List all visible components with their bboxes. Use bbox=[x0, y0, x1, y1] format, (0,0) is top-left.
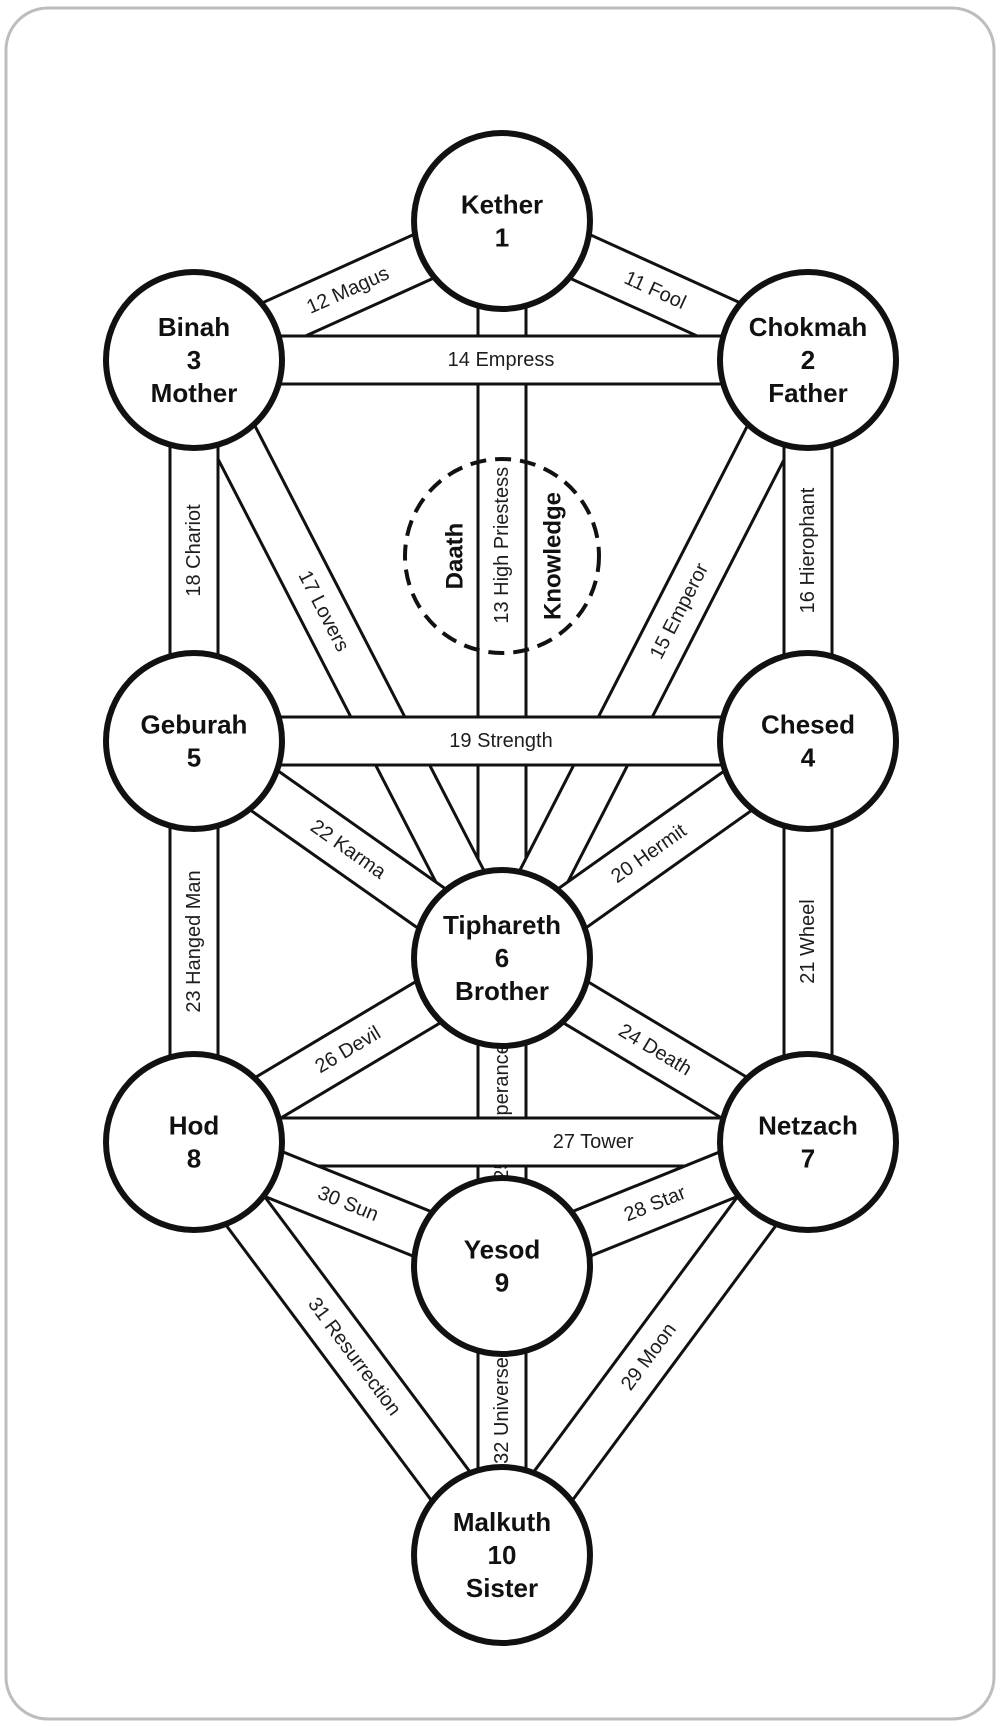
daath-ring bbox=[403, 457, 601, 655]
path-label: 16 Hierophant bbox=[797, 487, 819, 613]
sephira-circle bbox=[411, 1464, 593, 1646]
sephira-name: Geburah bbox=[141, 710, 248, 740]
sephira-name: Malkuth bbox=[453, 1507, 551, 1537]
path-27: 27 Tower bbox=[260, 1116, 742, 1168]
path-label: 13 High Priestess bbox=[491, 467, 513, 624]
path-16: 16 Hierophant bbox=[782, 426, 834, 675]
sephira-number: 8 bbox=[187, 1144, 201, 1174]
sephira-number: 7 bbox=[801, 1144, 815, 1174]
sephira-circle bbox=[717, 650, 899, 832]
daath-name: Daath bbox=[442, 523, 469, 590]
sephira-number: 5 bbox=[187, 743, 201, 773]
sephira-name: Yesod bbox=[464, 1235, 541, 1265]
path-21: 21 Wheel bbox=[782, 807, 834, 1076]
sephira-number: 3 bbox=[187, 345, 201, 375]
path-19: 19 Strength bbox=[260, 715, 742, 767]
path-label: 27 Tower bbox=[553, 1131, 634, 1153]
sephira-name: Chesed bbox=[761, 710, 855, 740]
path-25: 25 Temperance bbox=[476, 1024, 528, 1200]
sephira-circle bbox=[411, 1175, 593, 1357]
daath-meaning: Knowledge bbox=[540, 492, 567, 620]
path-23: 23 Hanged Man bbox=[168, 807, 220, 1076]
daath: Daath Knowledge bbox=[403, 457, 601, 655]
sephira-role: Mother bbox=[151, 378, 238, 408]
sephira-number: 10 bbox=[488, 1540, 517, 1570]
path-18: 18 Chariot bbox=[168, 426, 220, 675]
sephira-circle bbox=[411, 130, 593, 312]
sephira-name: Kether bbox=[461, 190, 543, 220]
sephira-name: Tiphareth bbox=[443, 910, 561, 940]
sephira-number: 1 bbox=[495, 223, 509, 253]
path-label: 21 Wheel bbox=[797, 899, 819, 984]
sephira-number: 9 bbox=[495, 1268, 509, 1298]
sephira-name: Chokmah bbox=[749, 312, 867, 342]
sephira-name: Netzach bbox=[758, 1111, 858, 1141]
path-label: 23 Hanged Man bbox=[183, 870, 205, 1012]
sephira-circle bbox=[717, 1051, 899, 1233]
sephira-circle bbox=[717, 269, 899, 451]
path-label: 19 Strength bbox=[449, 730, 552, 752]
sephira-number: 6 bbox=[495, 943, 509, 973]
sephira-role: Brother bbox=[455, 976, 549, 1006]
path-label: 14 Empress bbox=[448, 349, 555, 371]
sephira-circle bbox=[103, 650, 285, 832]
sephira-circle bbox=[103, 269, 285, 451]
path-label: 32 Universe bbox=[491, 1357, 513, 1464]
sephira-role: Father bbox=[768, 378, 847, 408]
sephira-number: 2 bbox=[801, 345, 815, 375]
path-14: 14 Empress bbox=[260, 334, 742, 386]
sephira-circle bbox=[103, 1051, 285, 1233]
sephira-circle bbox=[411, 867, 593, 1049]
path-label: 18 Chariot bbox=[183, 504, 205, 597]
sephira-role: Sister bbox=[466, 1573, 538, 1603]
sephira-number: 4 bbox=[801, 743, 816, 773]
sephira-name: Hod bbox=[169, 1111, 220, 1141]
path-band bbox=[260, 1116, 742, 1168]
sephira-name: Binah bbox=[158, 312, 230, 342]
